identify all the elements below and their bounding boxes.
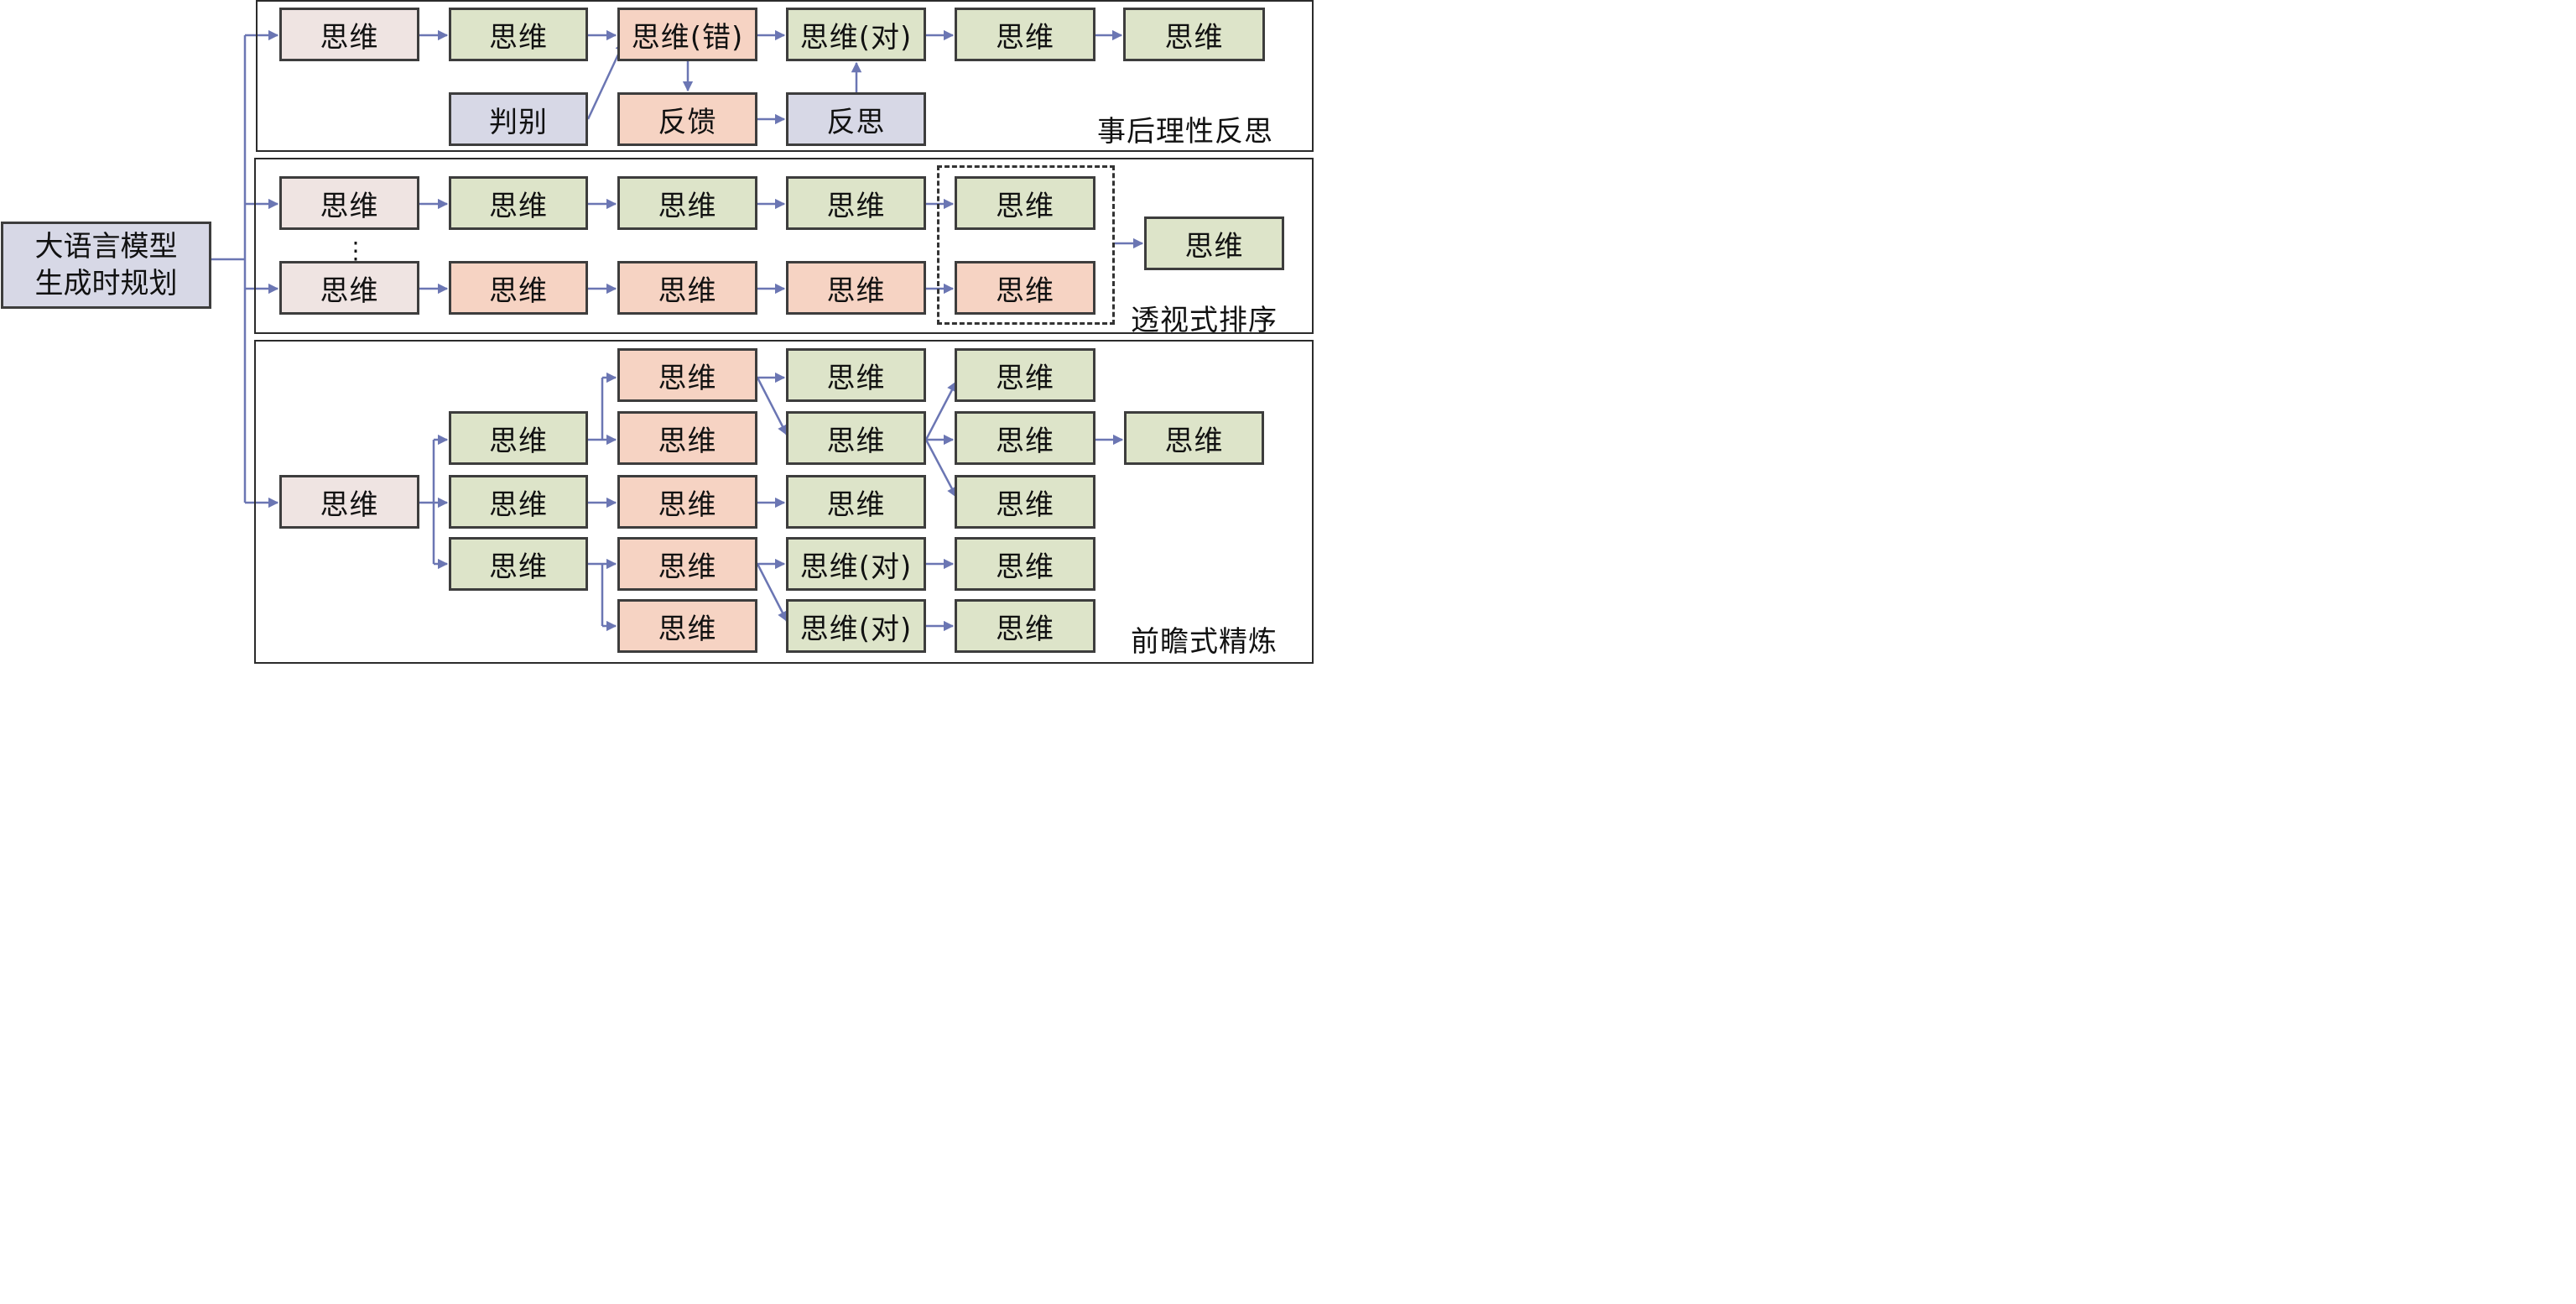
thought-node: 思维 bbox=[279, 261, 419, 315]
thought-node: 思维 bbox=[449, 261, 588, 315]
thought-node: 思维 bbox=[955, 348, 1095, 402]
thought-node: 思维 bbox=[955, 537, 1095, 591]
thought-node: 思维 bbox=[449, 411, 588, 465]
thought-node: 思维 bbox=[955, 176, 1095, 230]
thought-node: 思维 bbox=[955, 475, 1095, 529]
ellipsis-mark: ⋮ bbox=[344, 237, 367, 264]
thought-node: 思维 bbox=[955, 599, 1095, 653]
thought-node: 思维 bbox=[279, 176, 419, 230]
thought-node: 思维 bbox=[617, 411, 757, 465]
reflect-node: 反思 bbox=[786, 92, 926, 146]
root-label-line1: 大语言模型 bbox=[34, 230, 178, 263]
thought-node: 思维 bbox=[449, 537, 588, 591]
thought-node: 思维 bbox=[449, 475, 588, 529]
thought-node: 思维 bbox=[279, 475, 419, 529]
panel-lookahead-refinement bbox=[254, 340, 1314, 664]
thought-node: 思维 bbox=[786, 176, 926, 230]
thought-node: 思维 bbox=[786, 261, 926, 315]
thought-node: 思维 bbox=[617, 599, 757, 653]
panel-label-ranking: 透视式排序 bbox=[1131, 304, 1278, 337]
panel-perspective-ranking bbox=[254, 158, 1314, 334]
llm-planning-diagram: 大语言模型 生成时规划 事后理性反思 透视式排序 前瞻式精炼 思维 思维 思维(… bbox=[0, 0, 1315, 665]
thought-node: 思维 bbox=[786, 411, 926, 465]
thought-node: 思维 bbox=[617, 261, 757, 315]
panel-post-hoc-reflection bbox=[256, 0, 1314, 152]
ranking-candidate-group bbox=[937, 165, 1115, 325]
thought-node: 思维 bbox=[786, 348, 926, 402]
judge-node: 判别 bbox=[449, 92, 588, 146]
panel-label-refinement: 前瞻式精炼 bbox=[1131, 625, 1278, 659]
thought-node: 思维 bbox=[955, 261, 1095, 315]
thought-node: 思维 bbox=[955, 411, 1095, 465]
thought-node: 思维 bbox=[617, 537, 757, 591]
thought-node: 思维 bbox=[1144, 216, 1284, 270]
thought-node: 思维 bbox=[617, 176, 757, 230]
feedback-node: 反馈 bbox=[617, 92, 757, 146]
panel-label-reflection: 事后理性反思 bbox=[1097, 115, 1273, 149]
root-label-line2: 生成时规划 bbox=[34, 267, 178, 300]
thought-node: 思维 bbox=[617, 475, 757, 529]
thought-right-node: 思维(对) bbox=[786, 8, 926, 61]
thought-right-node: 思维(对) bbox=[786, 537, 926, 591]
thought-node: 思维 bbox=[1123, 8, 1265, 61]
thought-node: 思维 bbox=[1124, 411, 1264, 465]
thought-node: 思维 bbox=[617, 348, 757, 402]
thought-node: 思维 bbox=[449, 176, 588, 230]
thought-right-node: 思维(对) bbox=[786, 599, 926, 653]
thought-wrong-node: 思维(错) bbox=[617, 8, 757, 61]
root-node: 大语言模型 生成时规划 bbox=[1, 222, 211, 309]
thought-node: 思维 bbox=[449, 8, 588, 61]
thought-node: 思维 bbox=[786, 475, 926, 529]
thought-node: 思维 bbox=[955, 8, 1095, 61]
thought-node: 思维 bbox=[279, 8, 419, 61]
